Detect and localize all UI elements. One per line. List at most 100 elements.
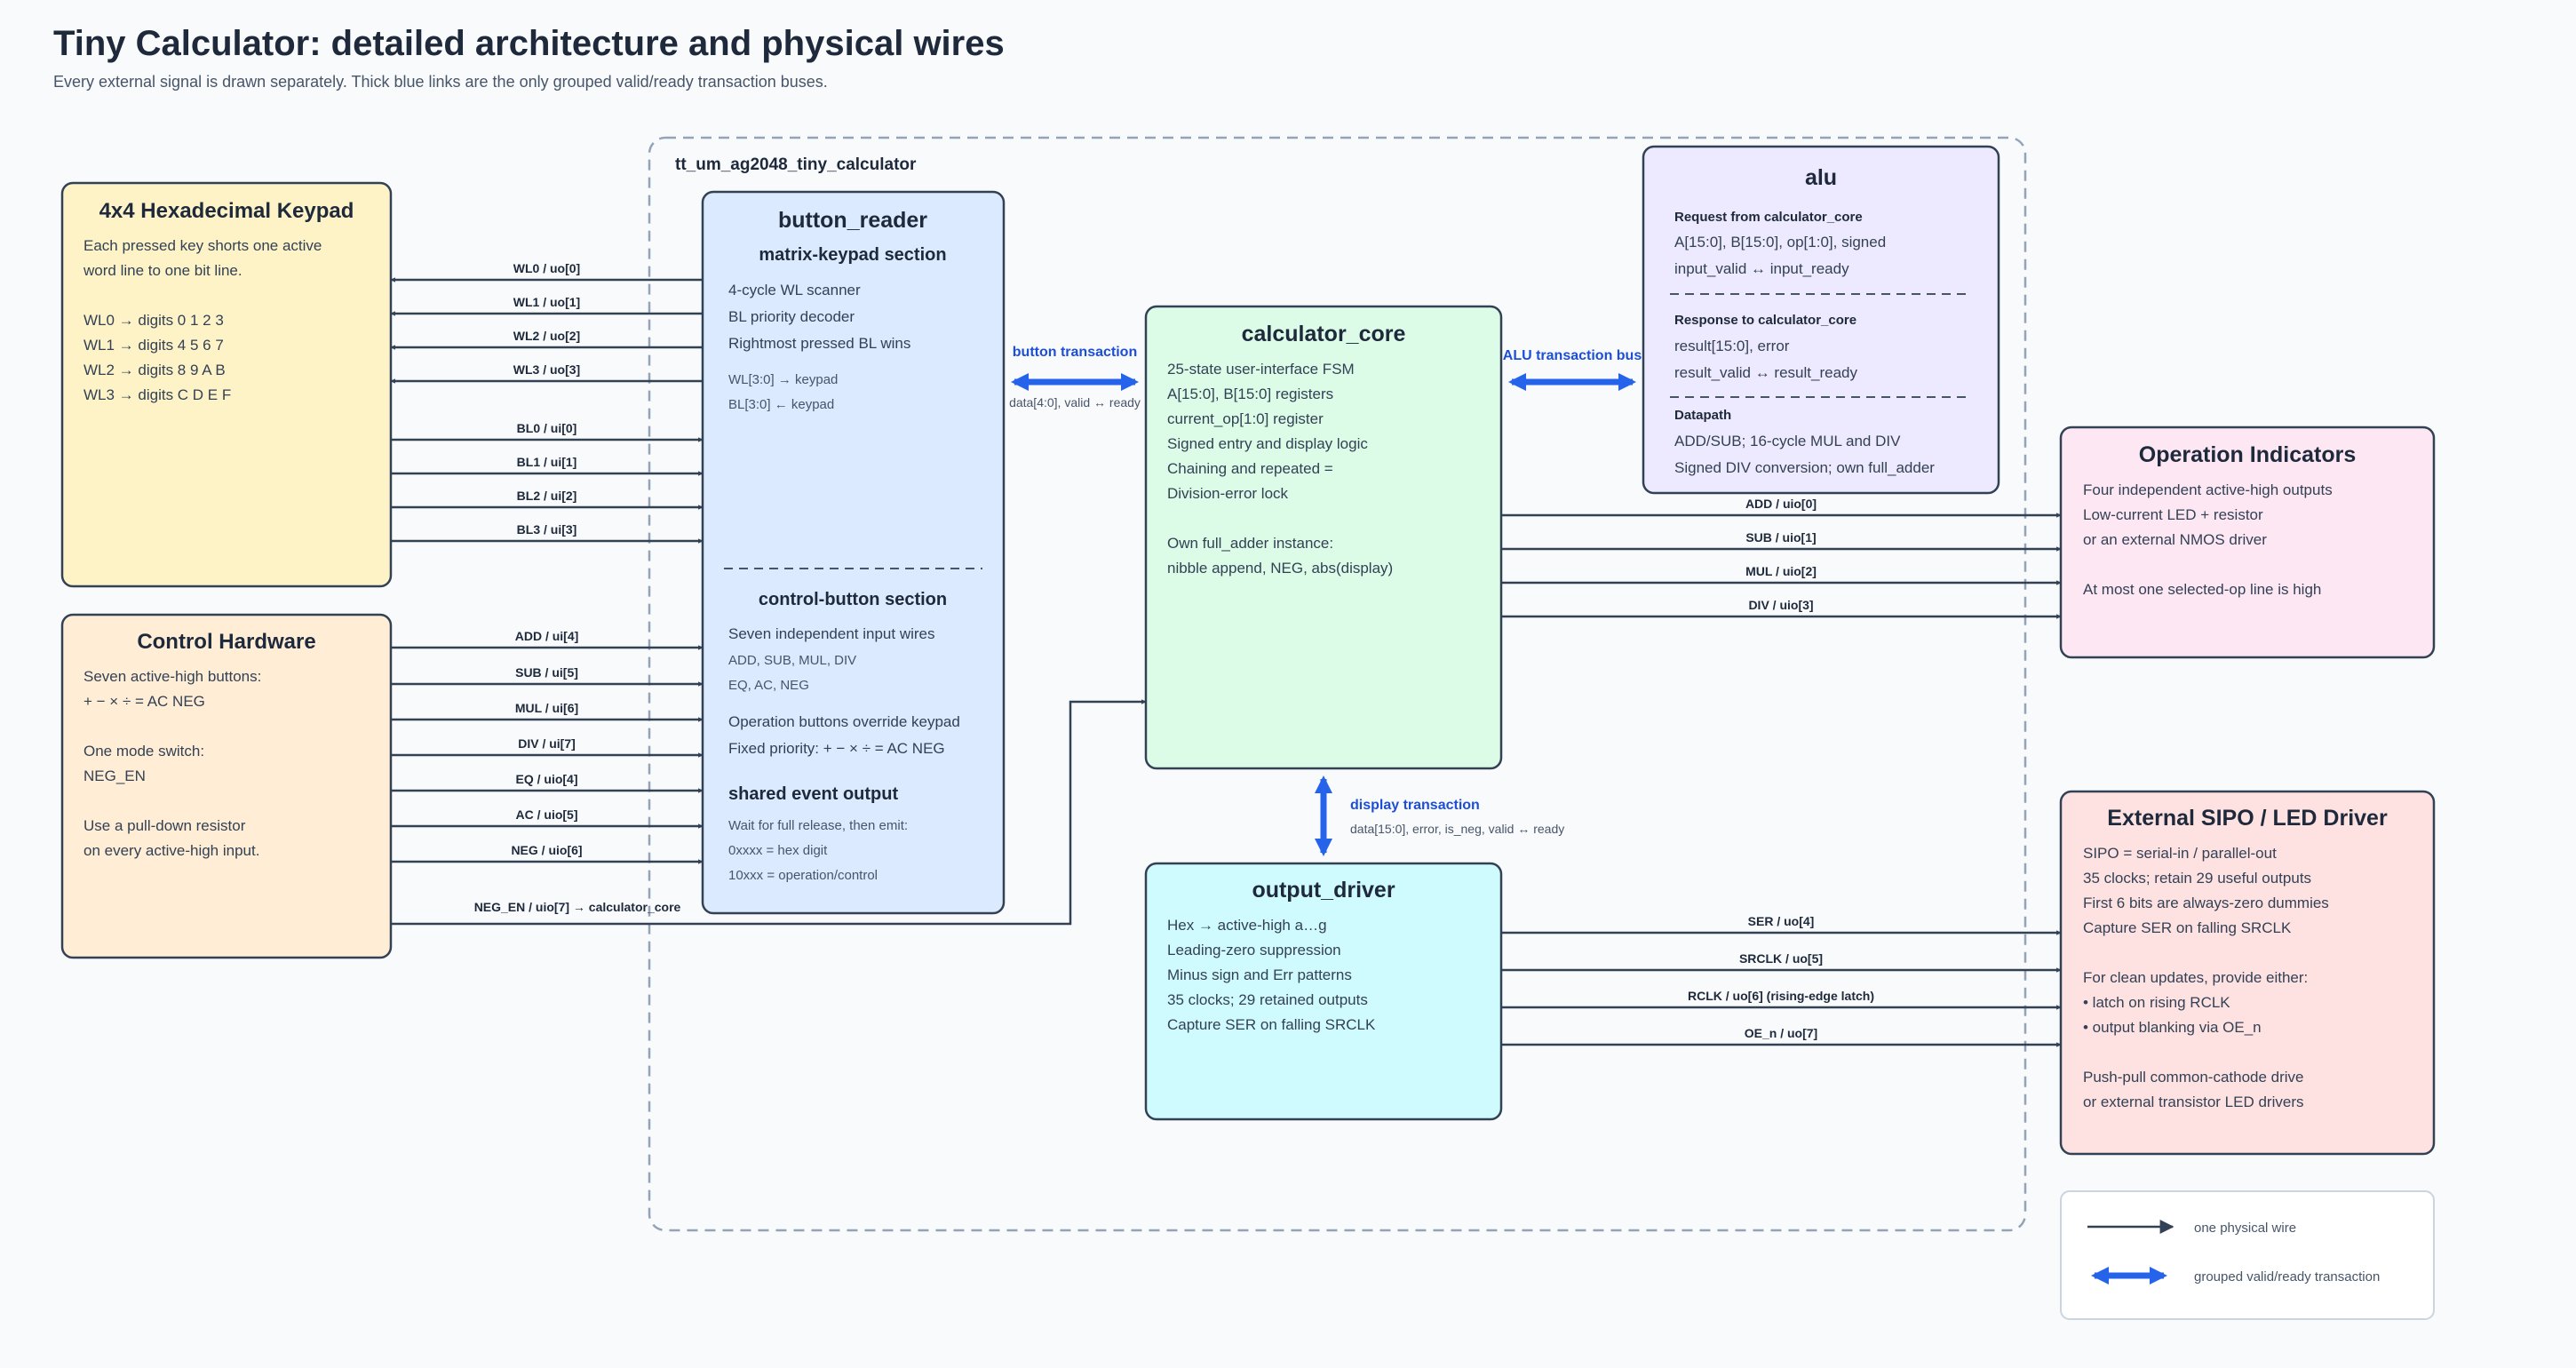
control-line: Use a pull-down resistor [83, 817, 246, 834]
alu-request-title: Request from calculator_core [1674, 210, 1863, 225]
control-hardware-box: Control Hardware Seven active-high butto… [60, 613, 393, 959]
reader-small: EQ, AC, NEG [728, 678, 809, 693]
container-label: tt_um_ag2048_tiny_calculator [675, 155, 917, 174]
core-line: Signed entry and display logic [1167, 435, 1368, 452]
driver-line: Capture SER on falling SRCLK [1167, 1016, 1376, 1033]
alu-line: result_valid ↔ result_ready [1674, 364, 1857, 381]
sipo-wire-label: SRCLK / uo[5] [1739, 951, 1823, 966]
display-transaction-bus: display transaction data[15:0], error, i… [1315, 775, 1564, 856]
bl-wire-label: BL1 / ui[1] [517, 455, 577, 469]
wl-wire-label: WL2 / uo[2] [513, 329, 580, 343]
control-line: on every active-high input. [83, 842, 259, 859]
core-line: Division-error lock [1167, 485, 1289, 502]
sipo-driver-box: External SIPO / LED Driver SIPO = serial… [2059, 790, 2436, 1156]
calculator-core-box: calculator_core 25-state user-interface … [1144, 305, 1503, 770]
indicator-line: Four independent active-high outputs [2083, 481, 2333, 498]
keypad-line: WL1 → digits 4 5 6 7 [83, 337, 224, 354]
driver-line: Hex → active-high a…g [1167, 917, 1327, 934]
reader-small: WL[3:0] → keypad [728, 372, 838, 387]
op-indicator-wire-label: DIV / uio[3] [1748, 598, 1813, 612]
sipo-line: or external transistor LED drivers [2083, 1094, 2303, 1110]
keypad-box: 4x4 Hexadecimal Keypad Each pressed key … [60, 181, 393, 588]
alu-datapath-title: Datapath [1674, 408, 1731, 423]
keypad-line: Each pressed key shorts one active [83, 237, 322, 254]
shared-event-output-title: shared event output [728, 784, 898, 804]
core-line: A[15:0], B[15:0] registers [1167, 386, 1333, 402]
core-line: current_op[1:0] register [1167, 410, 1324, 427]
control-line: + − × ÷ = AC NEG [83, 693, 205, 710]
control-line: Seven active-high buttons: [83, 668, 261, 685]
output-driver-box: output_driver Hex → active-high a…g Lead… [1144, 862, 1503, 1121]
keypad-line: WL2 → digits 8 9 A B [83, 362, 226, 378]
driver-line: Minus sign and Err patterns [1167, 966, 1352, 983]
indicator-line: Low-current LED + resistor [2083, 506, 2263, 523]
control-wire-label: DIV / ui[7] [518, 736, 576, 751]
control-wire-label: EQ / uio[4] [516, 772, 578, 786]
button-bus-sub: data[4:0], valid ↔ ready [1009, 395, 1141, 410]
alu-line: A[15:0], B[15:0], op[1:0], signed [1674, 234, 1886, 251]
reader-line: Fixed priority: + − × ÷ = AC NEG [728, 740, 945, 757]
matrix-keypad-section-title: matrix-keypad section [759, 245, 946, 265]
display-bus-label: display transaction [1350, 798, 1480, 813]
button-reader-box: button_reader matrix-keypad section 4-cy… [701, 190, 1006, 915]
indicator-line: or an external NMOS driver [2083, 531, 2267, 548]
reader-small: 0xxxx = hex digit [728, 843, 828, 858]
driver-line: Leading-zero suppression [1167, 942, 1341, 958]
sipo-line: • latch on rising RCLK [2083, 994, 2230, 1011]
sipo-title: External SIPO / LED Driver [2107, 806, 2388, 831]
keypad-line: WL3 → digits C D E F [83, 386, 231, 403]
bl-wire-label: BL0 / ui[0] [517, 421, 577, 435]
legend: one physical wire grouped valid/ready tr… [2060, 1190, 2435, 1320]
alu-response-title: Response to calculator_core [1674, 313, 1856, 328]
button-transaction-bus: button transaction data[4:0], valid ↔ re… [1009, 345, 1141, 410]
indicator-line: At most one selected-op line is high [2083, 581, 2321, 598]
reader-line: Rightmost pressed BL wins [728, 335, 910, 352]
sipo-line: SIPO = serial-in / parallel-out [2083, 845, 2277, 862]
control-line: NEG_EN [83, 768, 146, 784]
op-indicator-wire-label: ADD / uio[0] [1745, 497, 1817, 511]
wl-wire-label: WL3 / uo[3] [513, 362, 580, 377]
sipo-wire-label: RCLK / uo[6] (rising-edge latch) [1688, 989, 1874, 1003]
sipo-line: First 6 bits are always-zero dummies [2083, 895, 2329, 911]
wire-layer: WL0 / uo[0]WL1 / uo[1]WL2 / uo[2]WL3 / u… [390, 261, 2062, 1047]
diagram-subtitle: Every external signal is drawn separatel… [53, 73, 828, 91]
display-bus-sub: data[15:0], error, is_neg, valid ↔ ready [1350, 822, 1564, 836]
diagram-title: Tiny Calculator: detailed architecture a… [53, 24, 1005, 63]
control-line: One mode switch: [83, 743, 204, 760]
control-wire-label: MUL / ui[6] [515, 701, 578, 715]
sipo-wire-label: SER / uo[4] [1748, 914, 1815, 928]
op-indicator-wire-label: MUL / uio[2] [1745, 564, 1817, 578]
core-line: 25-state user-interface FSM [1167, 361, 1355, 378]
control-button-section-title: control-button section [759, 590, 947, 609]
control-wire-label: ADD / ui[4] [515, 629, 579, 643]
reader-line: BL priority decoder [728, 308, 855, 325]
reader-small: BL[3:0] ← keypad [728, 397, 834, 412]
alu-line: result[15:0], error [1674, 338, 1790, 354]
alu-line: ADD/SUB; 16-cycle MUL and DIV [1674, 433, 1901, 449]
wl-wire-label: WL0 / uo[0] [513, 261, 580, 275]
sipo-line: • output blanking via OE_n [2083, 1019, 2262, 1036]
legend-wire-label: one physical wire [2194, 1221, 2296, 1236]
output-driver-title: output_driver [1252, 878, 1395, 903]
keypad-title: 4x4 Hexadecimal Keypad [99, 199, 354, 223]
op-indicator-wire-label: SUB / uio[1] [1745, 530, 1816, 545]
core-line: Chaining and repeated = [1167, 460, 1333, 477]
keypad-line: WL0 → digits 0 1 2 3 [83, 312, 224, 329]
operation-indicators-title: Operation Indicators [2139, 442, 2356, 467]
operation-indicators-box: Operation Indicators Four independent ac… [2059, 426, 2436, 659]
alu-line: Signed DIV conversion; own full_adder [1674, 459, 1935, 476]
control-hardware-title: Control Hardware [137, 630, 315, 654]
reader-line: Seven independent input wires [728, 625, 935, 642]
sipo-line: For clean updates, provide either: [2083, 969, 2308, 986]
button-bus-label: button transaction [1013, 345, 1137, 360]
reader-line: Operation buttons override keypad [728, 713, 960, 730]
reader-line: 4-cycle WL scanner [728, 282, 861, 298]
reader-small: 10xxx = operation/control [728, 868, 878, 883]
bl-wire-label: BL3 / ui[3] [517, 522, 577, 537]
control-wire-label: AC / uio[5] [516, 807, 578, 822]
alu-box: alu Request from calculator_core A[15:0]… [1642, 145, 2000, 495]
alu-title: alu [1805, 165, 1837, 190]
sipo-line: Capture SER on falling SRCLK [2083, 919, 2292, 936]
alu-line: input_valid ↔ input_ready [1674, 260, 1849, 277]
reader-small: Wait for full release, then emit: [728, 818, 908, 833]
